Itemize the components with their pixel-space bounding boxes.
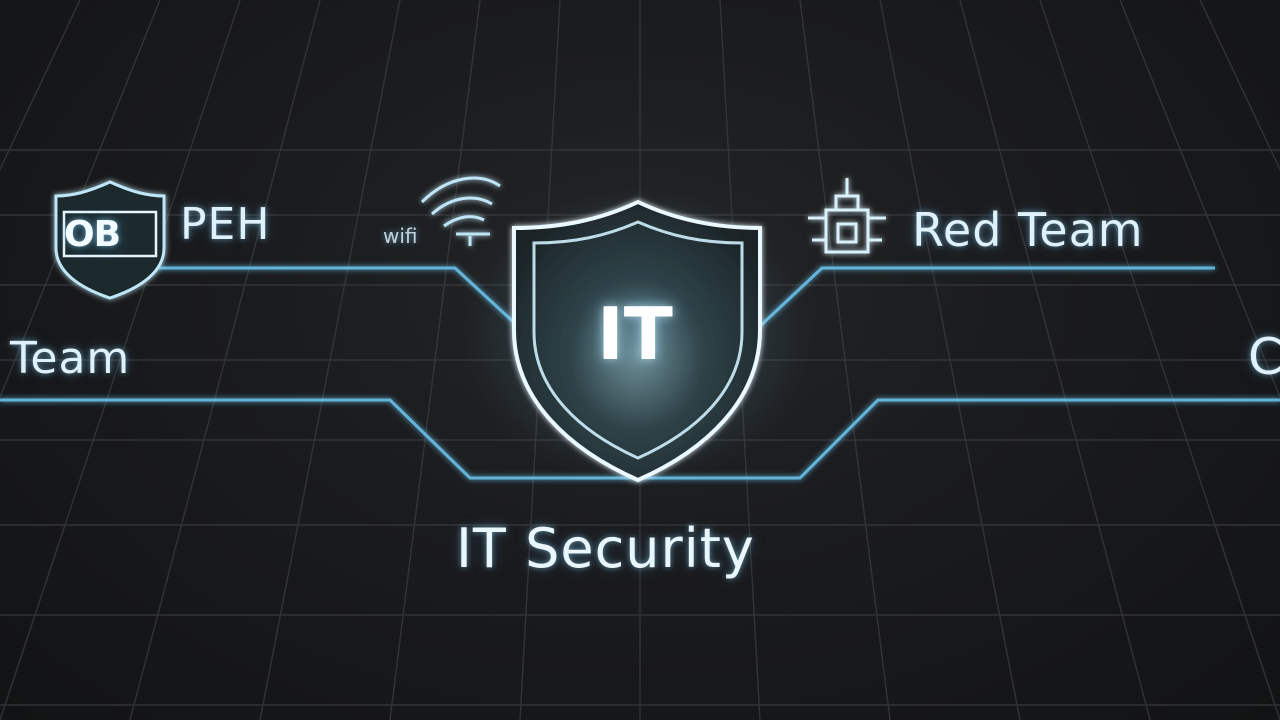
castle-tower-icon xyxy=(808,178,886,254)
edge-partial-label: C xyxy=(1248,328,1280,386)
it-security-caption: IT Security xyxy=(456,517,755,580)
team-label: Team xyxy=(10,333,131,384)
shield-icon xyxy=(512,199,762,483)
peh-badge-text: OB xyxy=(64,214,121,255)
connector-bottom-left xyxy=(0,398,640,480)
wifi-label: wifi xyxy=(383,224,418,248)
shield-badge-icon xyxy=(54,180,166,300)
peh-label: PEH xyxy=(180,199,271,250)
shield-badge-it: IT xyxy=(597,292,673,376)
red-team-label: Red Team xyxy=(912,203,1144,257)
wifi-icon xyxy=(420,176,501,246)
connector-bottom-right xyxy=(640,398,1280,480)
